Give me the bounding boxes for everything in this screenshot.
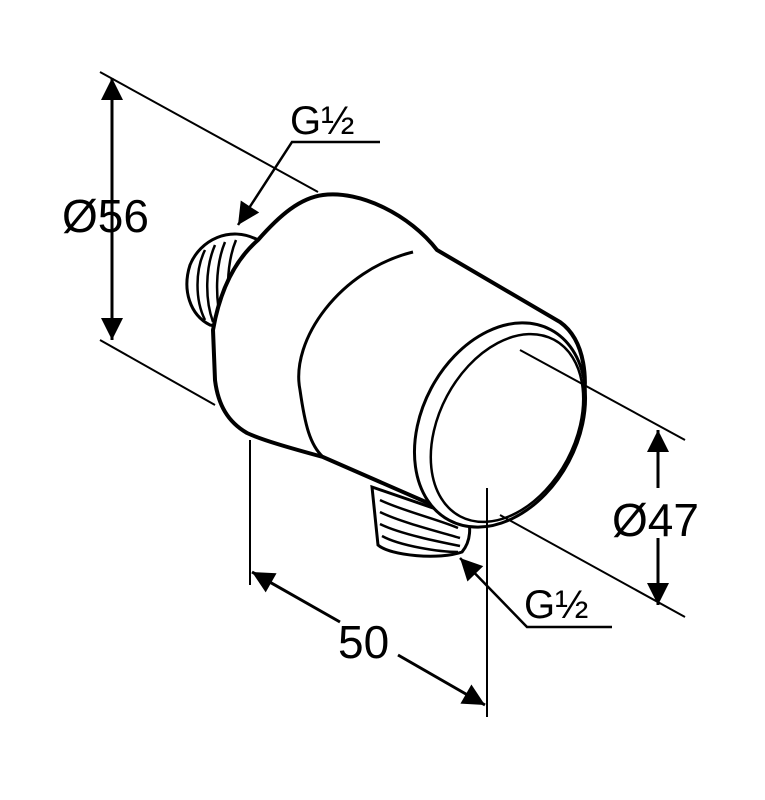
bottom-thread-fitting xyxy=(370,484,472,558)
label-diameter-47: Ø47 xyxy=(612,494,699,546)
label-depth-50: 50 xyxy=(338,616,389,668)
label-diameter-56: Ø56 xyxy=(62,190,149,242)
leader-thread-top xyxy=(236,140,380,226)
label-bg xyxy=(610,488,710,538)
dimension-diameter-56 xyxy=(99,71,319,406)
label-thread-top: G½ xyxy=(290,99,354,143)
outlet-face-inner xyxy=(429,332,585,524)
dimension-depth-50 xyxy=(249,440,488,717)
label-thread-bottom: G½ xyxy=(524,583,588,627)
leader-thread-bottom xyxy=(459,557,612,629)
outlet-body xyxy=(210,192,588,529)
